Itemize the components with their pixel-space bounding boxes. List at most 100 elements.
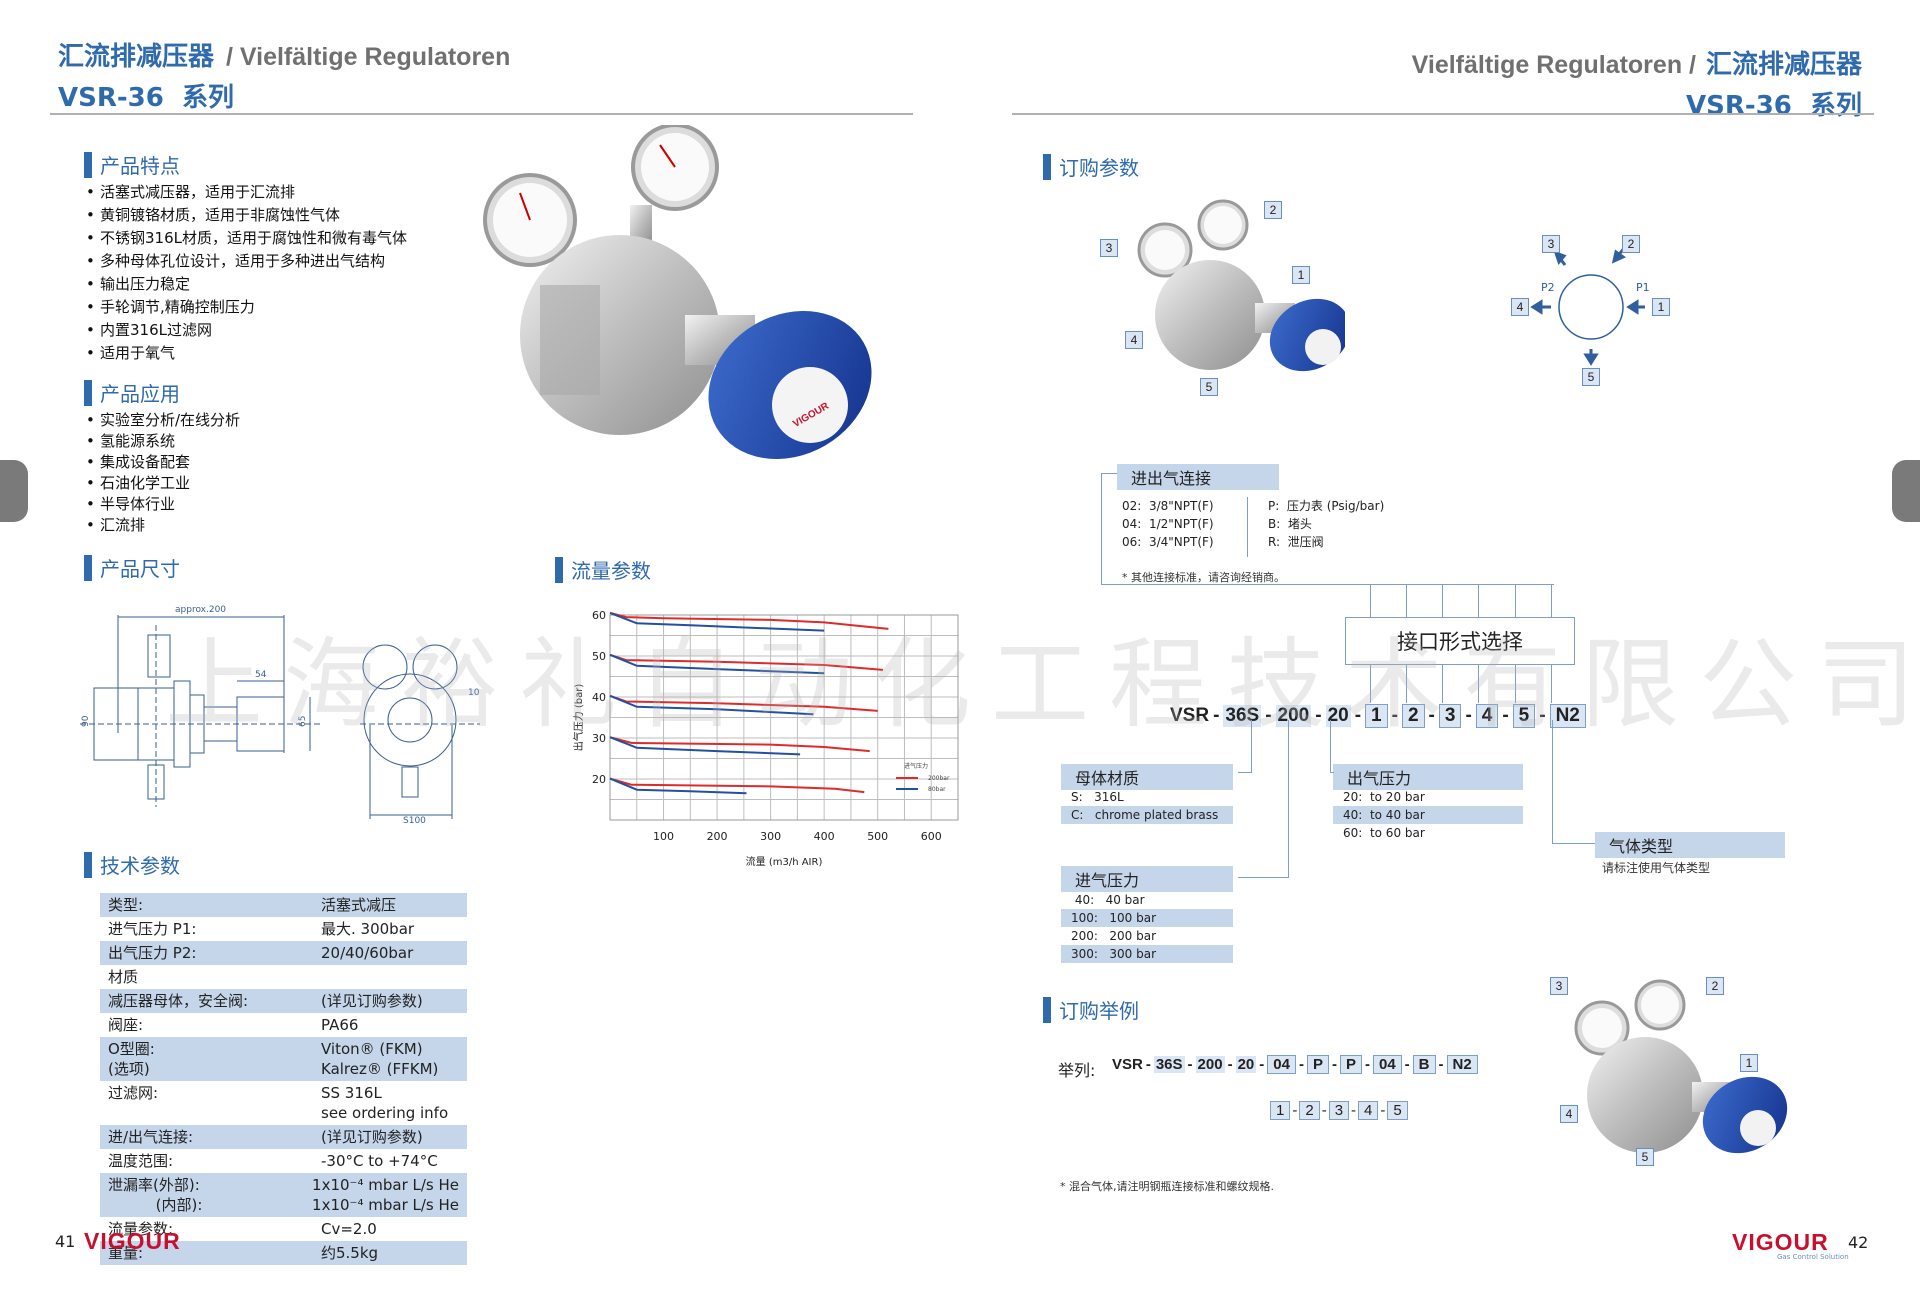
specs-table: 类型:活塞式减压进气压力 P1:最大. 300bar 出气压力 P2: 20/40/… bbox=[100, 893, 467, 1265]
port-3: 3 bbox=[1542, 235, 1560, 253]
code-inlet: 200 bbox=[1275, 705, 1312, 727]
code-dash: - bbox=[1351, 1102, 1357, 1119]
application-item: 石油化学工业 bbox=[86, 473, 240, 494]
callout-3: 3 bbox=[1100, 239, 1118, 257]
example-index-box: 4 bbox=[1358, 1101, 1379, 1120]
regulator-product-image: VIGOUR bbox=[483, 125, 872, 460]
connection-box-frame bbox=[1101, 473, 1554, 585]
y-tick-label: 20 bbox=[592, 773, 606, 786]
outlet-pressure-title: 出气压力 bbox=[1333, 764, 1523, 790]
y-tick-label: 60 bbox=[592, 609, 606, 622]
spec-value: PA66 bbox=[321, 1016, 359, 1034]
dim-knob-dia: 65 bbox=[298, 716, 308, 727]
code-dash: - bbox=[1259, 1056, 1265, 1073]
spec-key: O型圈: (选项) bbox=[108, 1040, 155, 1078]
x-tick-label: 100 bbox=[653, 830, 674, 843]
code-dash: - bbox=[1354, 705, 1362, 726]
gas-type-title: 气体类型 bbox=[1595, 832, 1785, 858]
code-dash: - bbox=[1145, 1056, 1151, 1073]
spec-value: 20/40/60bar bbox=[321, 944, 414, 962]
code-dash: - bbox=[1315, 705, 1322, 726]
right-title-de: Vielfältige Regulatoren / bbox=[1411, 51, 1696, 79]
section-marker bbox=[84, 151, 92, 178]
option-item: 20: to 20 bar bbox=[1343, 790, 1425, 804]
port-diagram: P1 P2 bbox=[1530, 246, 1650, 366]
regulator-thumbnail-bottom bbox=[1574, 979, 1788, 1154]
example-part: 20 bbox=[1235, 1056, 1257, 1073]
code-dash: - bbox=[1502, 705, 1509, 726]
left-series: VSR-36 系列 bbox=[58, 83, 234, 113]
series-line-200bar-50 bbox=[609, 653, 884, 671]
application-item: 氢能源系统 bbox=[86, 431, 240, 452]
dimension-drawing: approx.200 54 90 65 105 S100 bbox=[80, 605, 480, 825]
connection-divider bbox=[1247, 497, 1248, 557]
spec-row: 过滤网:SS 316L see ordering info bbox=[100, 1081, 467, 1125]
code-dash: - bbox=[1404, 1056, 1410, 1073]
connector bbox=[1552, 720, 1553, 843]
option-item: 100: 100 bar bbox=[1061, 909, 1233, 927]
code-dash: - bbox=[1539, 705, 1546, 726]
spec-value: (详见订购参数) bbox=[321, 992, 423, 1010]
example-part: P bbox=[1306, 1055, 1329, 1074]
section-marker bbox=[555, 556, 563, 583]
code-outlet: 20 bbox=[1325, 705, 1351, 727]
x-tick-label: 200 bbox=[707, 830, 728, 843]
connection-frame-top bbox=[1101, 473, 1117, 474]
features-title: 产品特点 bbox=[84, 150, 180, 179]
code-dash: - bbox=[1364, 1056, 1370, 1073]
port-4: 4 bbox=[1511, 298, 1529, 316]
spec-row: 出气压力 P2: 20/40/60bar bbox=[100, 941, 467, 965]
section-marker bbox=[84, 379, 92, 406]
spec-value: Cv=2.0 bbox=[321, 1220, 377, 1238]
spec-row: 重量:约5.5kg bbox=[100, 1241, 467, 1265]
x-tick-label: 300 bbox=[760, 830, 781, 843]
example-index: 1-2-3-4-5 bbox=[1270, 1101, 1408, 1120]
dim-width: S100 bbox=[403, 816, 426, 825]
option-item: 06: 3/4"NPT(F) bbox=[1122, 535, 1214, 549]
example-part: B bbox=[1412, 1055, 1436, 1074]
spec-row: 进气压力 P1:最大. 300bar bbox=[100, 917, 467, 941]
legend-title: 进气压力 bbox=[904, 762, 928, 770]
left-title-de: / Vielfältige Regulatoren bbox=[226, 43, 511, 71]
right-page-number: 42 bbox=[1848, 1233, 1869, 1252]
p1-label: P1 bbox=[1636, 281, 1650, 294]
port-5: 5 bbox=[1582, 368, 1600, 386]
option-item: B: 堵头 bbox=[1268, 517, 1312, 531]
y-tick-label: 50 bbox=[592, 650, 606, 663]
port-1: 1 bbox=[1652, 298, 1670, 316]
spec-key: 流量参数: bbox=[108, 1220, 174, 1238]
spec-value: 约5.5kg bbox=[321, 1244, 379, 1262]
spec-value: 活塞式减压 bbox=[321, 896, 397, 914]
flow-title: 流量参数 bbox=[555, 555, 651, 584]
interface-select-box: 接口形式选择 bbox=[1345, 617, 1575, 665]
spec-key: 出气压力 P2: bbox=[108, 944, 197, 962]
example-part: 200 bbox=[1195, 1056, 1225, 1073]
callout-4: 4 bbox=[1125, 331, 1143, 349]
callout-1: 1 bbox=[1292, 266, 1310, 284]
option-item: P: 压力表 (Psig/bar) bbox=[1268, 499, 1385, 513]
feature-item: 多种母体孔位设计，适用于多种进出气结构 bbox=[86, 250, 407, 273]
legend-label: 200bar bbox=[928, 775, 950, 782]
dim-overall: approx.200 bbox=[175, 605, 226, 615]
spec-value: -30°C to +74°C bbox=[321, 1152, 438, 1170]
code-dash: - bbox=[1292, 1102, 1298, 1119]
thumb-callout-1: 1 bbox=[1740, 1054, 1758, 1072]
right-series: VSR-36 系列 bbox=[1686, 91, 1862, 121]
option-item: S: 316L bbox=[1071, 790, 1124, 804]
spec-row: 材质 bbox=[100, 965, 467, 989]
left-header-rule bbox=[50, 113, 913, 115]
spec-row: 类型:活塞式减压 bbox=[100, 893, 467, 917]
connection-sizes: 02: 3/8"NPT(F)04: 1/2"NPT(F)06: 3/4"NPT(… bbox=[1112, 497, 1214, 551]
code-dash: - bbox=[1265, 705, 1272, 726]
dimensions-title: 产品尺寸 bbox=[84, 553, 180, 582]
code-dash: - bbox=[1438, 1056, 1444, 1073]
series-line-80bar-60 bbox=[609, 611, 825, 632]
gauge-right-icon bbox=[630, 125, 719, 245]
connector bbox=[1238, 877, 1289, 878]
series-line-200bar-30 bbox=[609, 736, 870, 753]
thumb-callout-3: 3 bbox=[1550, 977, 1568, 995]
connector bbox=[1330, 720, 1331, 772]
spec-value: SS 316L see ordering info bbox=[321, 1084, 449, 1122]
code-dash: - bbox=[1213, 705, 1220, 726]
connector bbox=[1330, 772, 1334, 773]
